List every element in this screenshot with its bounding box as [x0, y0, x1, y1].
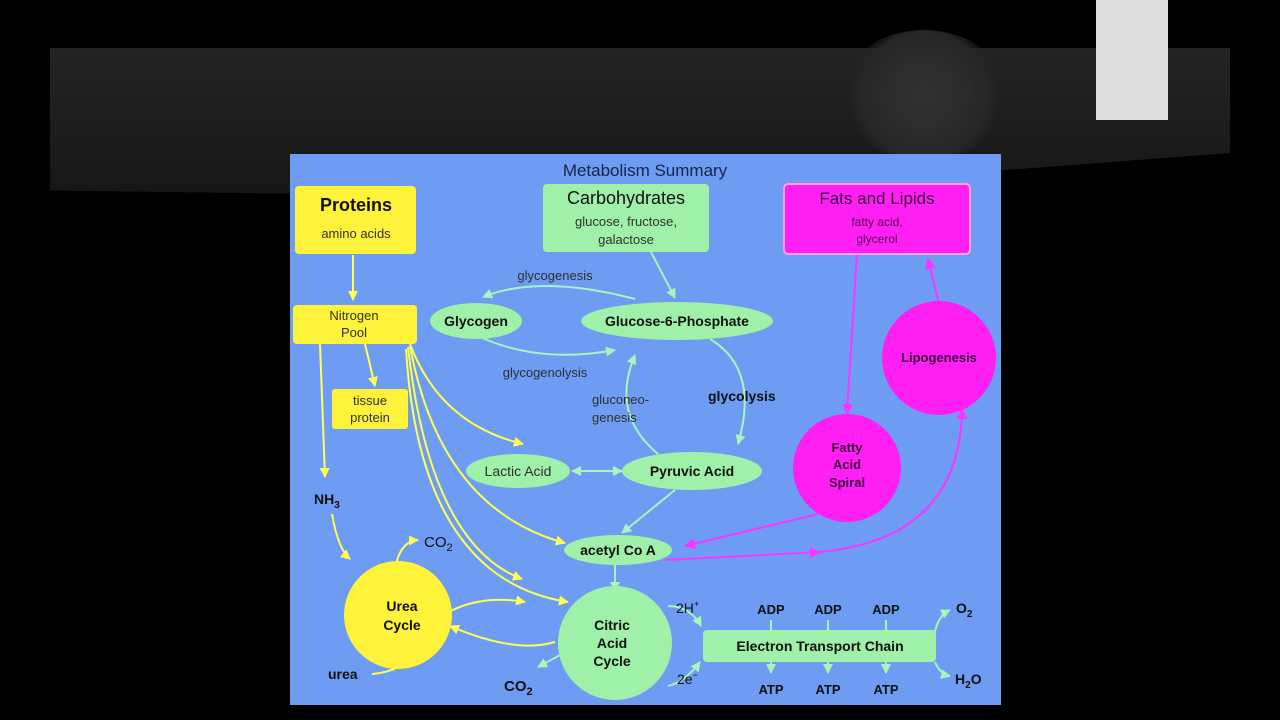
g6p-node: [581, 302, 773, 340]
adp-label-2: ADP: [814, 602, 842, 617]
fatty-acid-spiral-line-3: Spiral: [829, 475, 865, 490]
arrow-citric-to-urea: [449, 624, 556, 647]
lipogenesis-node: [882, 301, 996, 415]
metabolism-diagram: Metabolism Summary Proteins amino acids …: [293, 161, 996, 700]
atp-label-1: ATP: [758, 682, 783, 697]
arrow-gluconeogenesis: [625, 354, 659, 455]
h-plus-label: 2H+: [676, 599, 699, 616]
pyruvic-acid-label: Pyruvic Acid: [650, 463, 734, 479]
arrow-pool-to-pyruvic: [409, 343, 524, 447]
diagram-title: Metabolism Summary: [563, 161, 728, 180]
lactic-acid-label: Lactic Acid: [485, 463, 552, 479]
nh3-label: NH3: [314, 491, 340, 511]
etc-label: Electron Transport Chain: [736, 638, 903, 654]
fatty-acid-spiral-line-2: Acid: [833, 457, 861, 472]
arrow-pool-to-citric-2: [405, 348, 569, 606]
fatty-acid-spiral-node: [793, 414, 901, 522]
tissue-protein-box: [332, 389, 408, 429]
glycolysis-label: glycolysis: [708, 388, 776, 404]
urea-label: urea: [328, 666, 358, 682]
glycogen-label: Glycogen: [444, 313, 508, 329]
acetyl-coa-node: [564, 535, 672, 565]
arrow-urea-to-citric: [444, 595, 526, 615]
proteins-title: Proteins: [320, 195, 392, 215]
arrow-pyruvic-to-acetyl: [621, 489, 676, 534]
proteins-box: [295, 186, 416, 254]
lactic-acid-node: [466, 454, 570, 488]
atp-label-2: ATP: [815, 682, 840, 697]
adp-label-3: ADP: [872, 602, 900, 617]
carbohydrates-sub-1: glucose, fructose,: [575, 214, 677, 229]
fats-title: Fats and Lipids: [819, 189, 934, 208]
lipogenesis-label: Lipogenesis: [901, 350, 977, 365]
fats-sub-2: glycerol: [856, 232, 897, 246]
arrow-pool-to-acetyl: [409, 345, 566, 546]
gluconeogenesis-line-1: gluconeo-: [592, 392, 649, 407]
tissue-protein-line-1: tissue: [353, 393, 387, 408]
arrow-lipogenesis-to-fats: [925, 257, 941, 309]
citric-line-3: Cycle: [593, 653, 631, 669]
arrow-nh3-to-urea-cycle: [331, 513, 351, 560]
arrow-glycogenesis: [482, 284, 636, 300]
glycogen-node: [430, 303, 522, 339]
arrow-glycogenolysis: [479, 336, 616, 357]
nitrogen-pool-line-1: Nitrogen: [329, 308, 378, 323]
nitrogen-pool-box: [293, 305, 417, 344]
arrow-pool-to-tissue: [364, 343, 378, 387]
fats-sub-1: fatty acid,: [851, 215, 902, 229]
arrow-pool-to-nh3: [319, 343, 330, 478]
carbohydrates-sub-2: galactose: [598, 232, 654, 247]
o2-label: O2: [956, 600, 973, 620]
arrow-h-to-etc: [667, 605, 702, 627]
arrow-acetyl-to-lipogenesis: [819, 407, 968, 553]
h2o-label: H2O: [955, 671, 982, 691]
arrow-spiral-to-acetyl: [683, 513, 819, 550]
pyruvic-acid-node: [622, 452, 762, 490]
glycogenolysis-label: glycogenolysis: [503, 365, 588, 380]
arrow-etc-to-h2o: [934, 661, 951, 680]
arrow-carbs-to-g6p: [650, 251, 676, 299]
arrow-fats-to-spiral: [842, 253, 858, 416]
arrow-etc-to-o2: [934, 609, 951, 633]
urea-cycle-line-2: Cycle: [383, 617, 421, 633]
g6p-label: Glucose-6-Phosphate: [605, 313, 749, 329]
citric-line-1: Citric: [594, 617, 630, 633]
fatty-acid-spiral-line-1: Fatty: [831, 440, 863, 455]
atp-label-3: ATP: [873, 682, 898, 697]
nitrogen-pool-line-2: Pool: [341, 325, 367, 340]
proteins-sub: amino acids: [321, 226, 391, 241]
acetyl-coa-label: acetyl Co A: [580, 542, 656, 558]
arrow-pool-to-citric-1: [407, 346, 523, 581]
adp-label-1: ADP: [757, 602, 785, 617]
urea-cycle-line-1: Urea: [386, 598, 417, 614]
co2-bottom-label: CO2: [504, 678, 533, 698]
citric-acid-cycle-node: [558, 586, 672, 700]
arrow-acetyl-mid: [664, 547, 822, 561]
glycogenesis-label: glycogenesis: [517, 268, 593, 283]
fats-box: [783, 183, 971, 255]
etc-box: [703, 630, 936, 662]
diagram-panel: Metabolism Summary Proteins amino acids …: [290, 154, 1001, 705]
citric-line-2: Acid: [597, 635, 627, 651]
carbohydrates-box: [543, 184, 709, 252]
urea-cycle-node: [344, 561, 452, 669]
arrow-glycolysis: [709, 338, 746, 445]
slide-tab: [1096, 0, 1168, 120]
co2-top-label: CO2: [424, 534, 453, 554]
arrow-citric-to-co2: [537, 653, 563, 668]
tissue-protein-line-2: protein: [350, 410, 390, 425]
carbohydrates-title: Carbohydrates: [567, 188, 685, 208]
arrow-e-to-etc: [667, 661, 701, 687]
gluconeogenesis-line-2: genesis: [592, 410, 637, 425]
banner-glow: [840, 30, 1008, 160]
e-minus-label: 2e−: [677, 670, 698, 687]
